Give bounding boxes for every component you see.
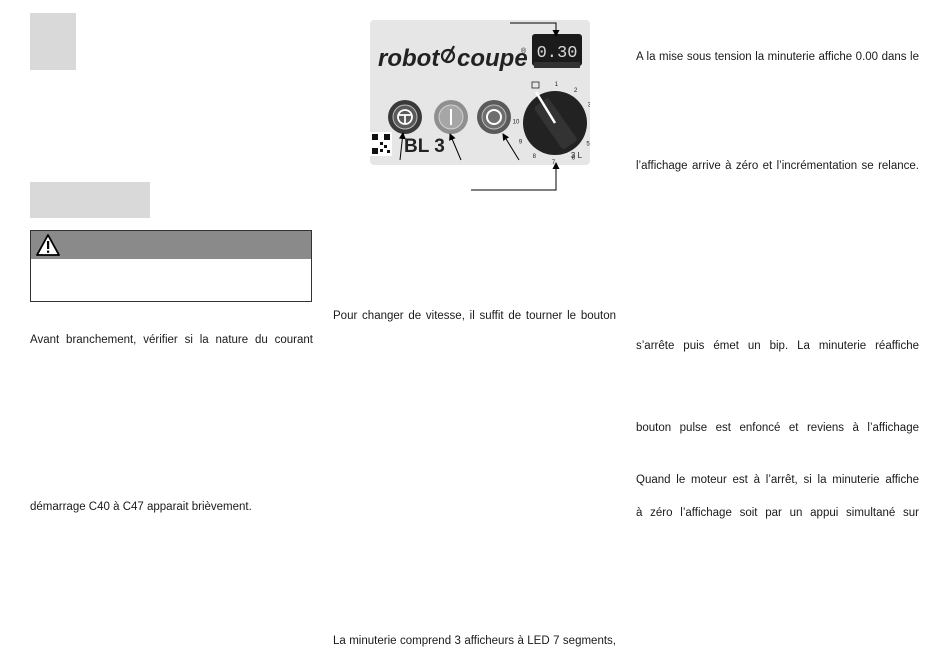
dial-label-6: 6 [572,155,576,161]
right-paragraph-5: Quand le moteur est à l’arrêt, si la min… [636,474,919,486]
right-paragraph-6: à zéro l’affichage soit par un appui sim… [636,507,919,519]
timer-display [532,34,582,66]
capacity-label: 3 L [571,151,583,160]
section-number-box [30,13,76,70]
right-paragraph-1: A la mise sous tension la minuterie affi… [636,51,919,63]
logo-word-robot: robot [378,45,440,72]
warning-icon [36,234,60,256]
pulse-button [388,100,422,134]
dial-label-7: 7 [552,160,556,165]
middle-paragraph-1: Pour changer de vitesse, il suffit de to… [333,310,616,322]
pulse-speed-mark [531,81,540,89]
dial-label-3: 3 [588,103,590,109]
right-paragraph-2: l’affichage arrive à zéro et l’incrément… [636,160,919,172]
left-paragraph-1: Avant branchement, vérifier si la nature… [30,334,313,346]
qr-code [370,132,392,156]
speed-dial [523,91,587,155]
model-label: BL 3 [404,136,445,157]
registered-mark: ® [521,47,527,55]
logo-mark [440,45,456,64]
timer-display-value: 0.30 [537,44,578,63]
off-icon [486,109,502,125]
dial-label-9: 9 [519,139,523,145]
dial-label-2: 2 [574,88,578,94]
right-paragraph-3: s’arrête puis émet un bip. La minuterie … [636,340,919,352]
right-paragraph-4: bouton pulse est enfoncé et reviens à l’… [636,422,919,434]
on-button [434,100,468,134]
warning-box [30,230,312,302]
warning-header [31,231,311,259]
middle-paragraph-2: La minuterie comprend 3 afficheurs à LED… [333,635,616,647]
off-button [477,100,511,134]
dial-label-5: 5 [586,142,590,148]
pulse-icon [397,109,413,125]
dial-label-10: 10 [513,120,520,126]
left-paragraph-2: démarrage C40 à C47 apparait brièvement. [30,501,252,513]
section-title-box [30,182,150,218]
dial-label-1: 1 [555,82,559,88]
logo-word-coupe: coupe [457,45,528,72]
control-panel-illustration: robot coupe ® 0.30 [370,20,590,165]
dial-label-8: 8 [533,154,537,160]
